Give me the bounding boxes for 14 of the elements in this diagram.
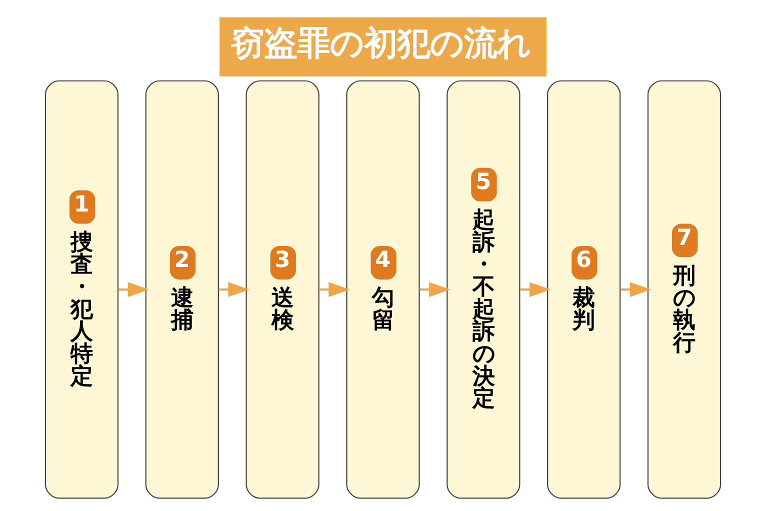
arrow <box>218 282 249 297</box>
node-box: 3 送検 <box>245 80 319 499</box>
arrow <box>520 282 550 297</box>
node-box: 7 刑の執行 <box>646 80 721 499</box>
diagram-title: 窃盗罪の初犯の流れ <box>230 24 531 63</box>
node-box: 2 逮捕 <box>144 80 218 499</box>
arrow <box>318 282 350 297</box>
node-box: 1 捜査・犯人特定 <box>44 80 118 499</box>
arrow <box>118 282 149 297</box>
arrow <box>620 282 651 297</box>
arrow <box>419 282 450 297</box>
node-box: 4 勾留 <box>346 80 420 499</box>
node-box: 6 裁判 <box>546 80 620 499</box>
node-box: 5 起訴・不起訴の決定 <box>446 80 520 499</box>
